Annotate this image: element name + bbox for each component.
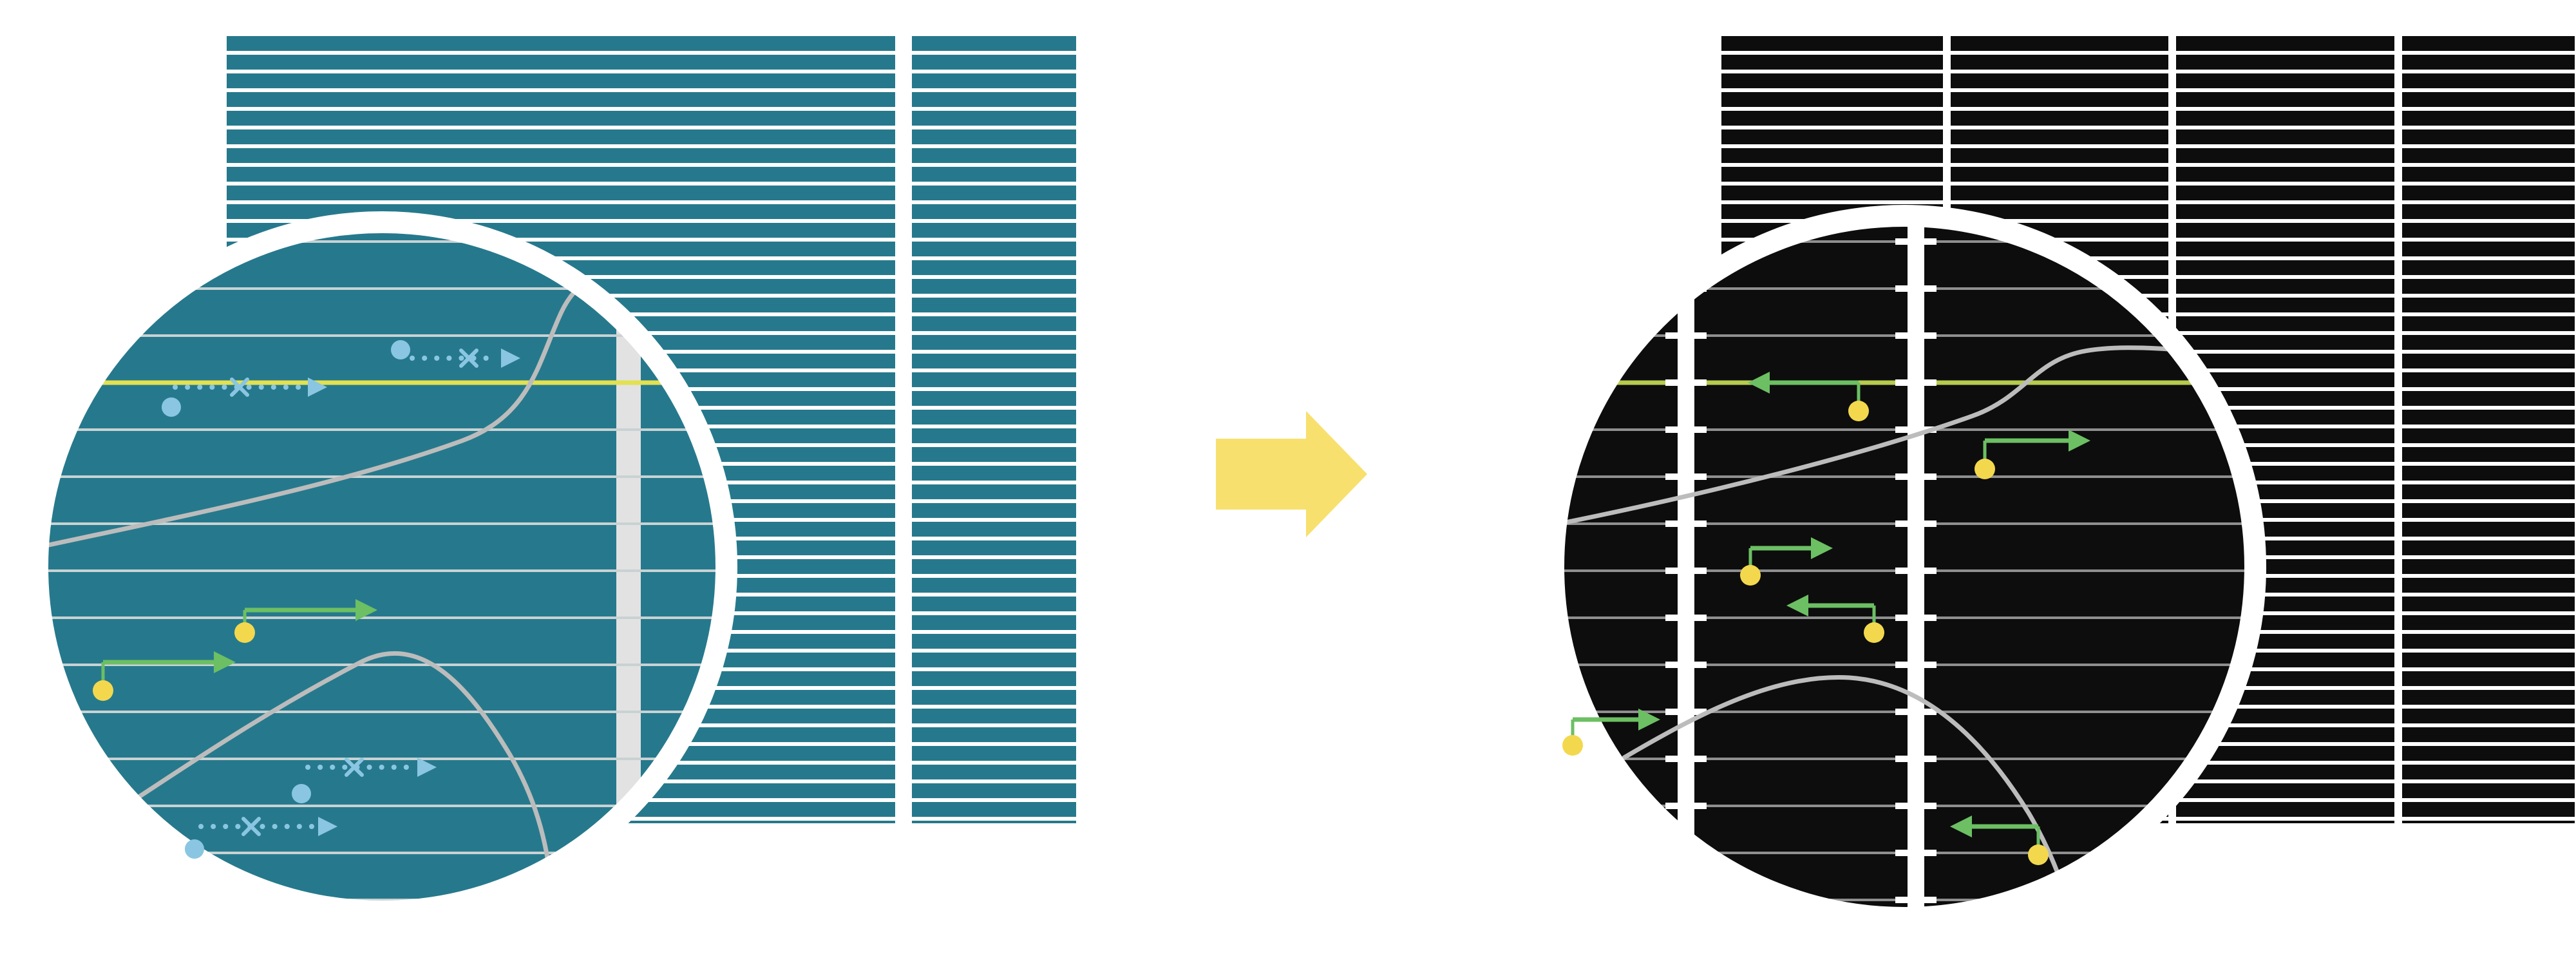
- busbar: [1678, 216, 1694, 918]
- busbar-tick: [1895, 615, 1937, 621]
- blocked-carrier-dot: [292, 784, 311, 803]
- blocked-carrier-dot: [185, 839, 204, 859]
- carrier-dot: [1848, 401, 1869, 421]
- arrowhead-icon: [1811, 537, 1833, 559]
- arrowhead-icon: [417, 758, 437, 777]
- busbar-tick: [1895, 850, 1937, 856]
- magnifier-background: [37, 222, 726, 912]
- magnifier-content: [1553, 216, 2255, 918]
- carrier-dot: [1864, 622, 1884, 643]
- arrowhead-icon: [1638, 709, 1660, 730]
- arrowhead-icon: [1786, 595, 1808, 616]
- blocked-cross-icon: [230, 377, 249, 397]
- panel-finger-stripes: [912, 36, 1076, 823]
- busbar-tick: [1665, 897, 1707, 903]
- busbar-tick: [1665, 662, 1707, 668]
- carrier-dot: [1975, 459, 1995, 479]
- busbar-tick: [1665, 803, 1707, 809]
- carrier-dot: [2028, 845, 2049, 865]
- busbar-tick: [1895, 709, 1937, 715]
- blocked-cross-icon: [242, 817, 261, 836]
- busbar-tick: [1665, 709, 1707, 715]
- arrowhead-icon: [1950, 816, 1972, 837]
- blocked-carrier-dot: [391, 340, 410, 359]
- busbar-tick: [1895, 285, 1937, 292]
- busbar-tick: [1895, 426, 1937, 433]
- carrier-dot: [1740, 565, 1761, 586]
- busbar-tick: [1895, 568, 1937, 574]
- magnifier-content: [37, 222, 726, 912]
- busbar-tick: [1895, 379, 1937, 386]
- busbar: [1908, 216, 1924, 918]
- busbar-tick: [1665, 756, 1707, 762]
- arrowhead-icon: [318, 817, 337, 836]
- busbar-tick: [1895, 332, 1937, 339]
- left-magnifier-inset: [26, 211, 737, 922]
- grain-boundary: [39, 651, 555, 899]
- busbar-tick: [1665, 379, 1707, 386]
- panel-finger-stripes: [2402, 36, 2575, 823]
- magnifier-ring: [26, 211, 737, 922]
- arrowhead-icon: [2069, 430, 2090, 452]
- arrowhead-icon: [214, 651, 236, 673]
- blocked-cross-icon: [345, 758, 364, 777]
- busbar-tick: [1665, 238, 1707, 245]
- carrier-dot: [1562, 735, 1583, 756]
- busbar-tick: [1665, 332, 1707, 339]
- carrier-arrows: [1562, 372, 2090, 865]
- busbar-tick: [1665, 520, 1707, 527]
- transition-arrow: [1216, 411, 1367, 537]
- busbar-tick: [1895, 756, 1937, 762]
- busbar-tick: [1895, 803, 1937, 809]
- blocked-cross-icon: [459, 349, 478, 368]
- carrier-arrows: [93, 340, 520, 859]
- carrier-dot: [93, 680, 113, 701]
- right-magnifier-inset: [1542, 205, 2266, 929]
- arrowhead-icon: [308, 377, 327, 397]
- busbar-tick: [1665, 426, 1707, 433]
- busbar-tick: [1895, 662, 1937, 668]
- busbar-tick: [1895, 897, 1937, 903]
- arrowhead-icon: [355, 599, 377, 621]
- magnifier-ring: [1542, 205, 2266, 929]
- busbar-tick: [1895, 473, 1937, 480]
- busbar-tick: [1895, 520, 1937, 527]
- busbar-tick: [1665, 473, 1707, 480]
- carrier-dot: [234, 622, 255, 643]
- busbar-tick: [1665, 615, 1707, 621]
- busbar-tick: [1895, 238, 1937, 245]
- grain-boundary: [1622, 675, 2071, 911]
- blocked-carrier-dot: [162, 397, 181, 417]
- arrowhead-icon: [1748, 372, 1770, 394]
- busbar-tick: [1665, 568, 1707, 574]
- arrowhead-icon: [501, 349, 520, 368]
- transition-arrow-group: [1216, 411, 1367, 537]
- grain-boundary: [1553, 345, 2255, 530]
